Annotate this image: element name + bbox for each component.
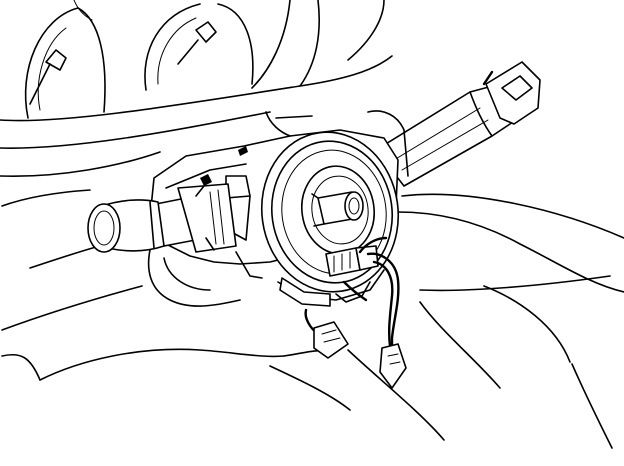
wiper-switch-stalk (367, 61, 541, 187)
instrument-cluster (0, 0, 393, 178)
lower-connector (379, 343, 407, 389)
light-switch-stalk (87, 183, 237, 253)
horn-connector (304, 308, 349, 359)
lead-lines (269, 349, 445, 441)
gauge-needle-left (29, 49, 67, 105)
wiring-harness (304, 236, 407, 389)
light-switch-knob (87, 199, 165, 253)
gauge-needle-right (177, 21, 217, 65)
steering-shaft (311, 191, 364, 227)
